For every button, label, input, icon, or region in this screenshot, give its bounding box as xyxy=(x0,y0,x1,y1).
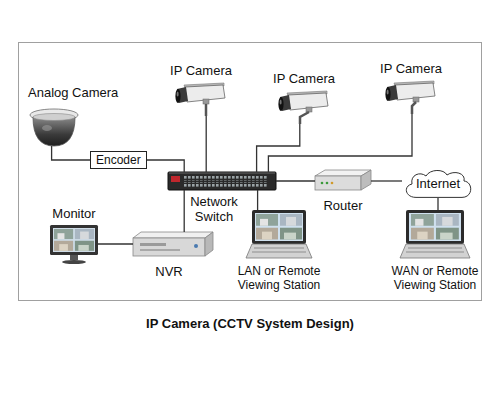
monitor xyxy=(50,225,98,264)
network-cable xyxy=(52,146,90,160)
network-switch xyxy=(168,172,276,190)
network-cable xyxy=(206,116,207,172)
network-switch: Network Switch xyxy=(168,172,276,190)
network-cable xyxy=(437,198,438,210)
device-label: IP Camera xyxy=(170,63,232,78)
wan-laptop xyxy=(400,210,470,258)
ip-camera: IP Camera xyxy=(175,82,227,116)
device-label: Monitor xyxy=(52,206,95,221)
ip-camera-1 xyxy=(175,83,225,116)
ip-camera: IP Camera xyxy=(385,80,437,114)
encoder-box: Encoder xyxy=(90,151,147,169)
device-label: LAN or Remote Viewing Station xyxy=(229,264,329,292)
node-label: Internet xyxy=(416,176,460,191)
device-label: WAN or Remote Viewing Station xyxy=(385,264,485,292)
node-label: Encoder xyxy=(96,153,141,167)
nvr-recorder xyxy=(133,232,213,256)
router xyxy=(315,170,371,190)
wan-viewing-station: WAN or Remote Viewing Station xyxy=(400,210,470,258)
network-cable xyxy=(276,180,315,181)
device-label: Analog Camera xyxy=(28,85,118,100)
lan-laptop xyxy=(246,210,312,258)
device-label: Network Switch xyxy=(183,194,245,224)
network-cable xyxy=(371,180,402,181)
device-label: IP Camera xyxy=(273,71,335,86)
monitor: Monitor xyxy=(50,225,98,263)
ip-camera: IP Camera xyxy=(278,90,330,124)
device-label: IP Camera xyxy=(380,61,442,76)
network-cable xyxy=(268,114,412,172)
figure-caption: IP Camera (CCTV System Design) xyxy=(0,316,500,331)
analog-camera: Analog Camera xyxy=(30,110,78,146)
network-cable xyxy=(98,243,133,244)
network-cable xyxy=(257,124,300,172)
network-cable xyxy=(184,190,185,232)
router: Router xyxy=(315,170,371,192)
lan-viewing-station: LAN or Remote Viewing Station xyxy=(246,210,312,258)
diagram-frame xyxy=(19,43,482,301)
nvr-recorder: NVR xyxy=(133,232,213,256)
ip-camera-3 xyxy=(385,81,435,114)
internet-cloud: Internet xyxy=(402,168,474,198)
device-label: NVR xyxy=(155,264,182,279)
network-cable xyxy=(257,190,258,210)
ip-camera-2 xyxy=(278,91,328,124)
device-label: Router xyxy=(323,198,362,213)
dome-camera xyxy=(30,109,78,146)
network-cable xyxy=(147,160,185,172)
